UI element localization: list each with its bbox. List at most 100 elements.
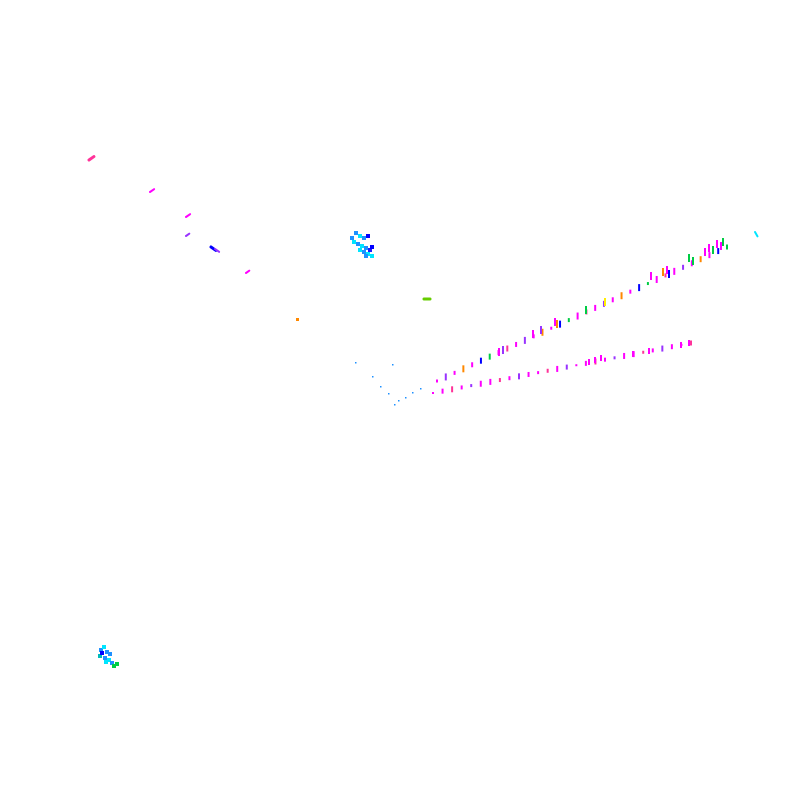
upper-band-point — [471, 362, 474, 368]
upper-band-point — [523, 336, 526, 344]
upper-band-point — [594, 304, 597, 311]
lower-band-point — [556, 365, 559, 372]
lower-band-point — [441, 388, 444, 394]
upper-left-streak — [149, 188, 156, 193]
converging-tail-point — [405, 397, 407, 399]
upper-band-point — [453, 370, 456, 375]
lower-band-point — [661, 345, 664, 352]
lower-band-point — [479, 380, 482, 387]
lower-band-point — [460, 385, 463, 390]
center-cluster-point — [358, 234, 362, 238]
converging-tail-point — [412, 392, 414, 394]
lower-band-point — [498, 378, 501, 383]
upper-left-streak — [185, 213, 192, 218]
converging-tail-point — [420, 388, 422, 390]
lower-band-point — [594, 357, 596, 363]
upper-band-point — [646, 282, 649, 286]
upper-left-streak — [185, 232, 191, 237]
lower-band-point — [546, 368, 549, 373]
upper-band-point — [502, 346, 504, 354]
upper-band-point — [554, 318, 556, 326]
converging-tail-point — [392, 364, 394, 366]
lower-left-cluster-point — [105, 650, 109, 654]
lower-band-point — [588, 359, 590, 365]
upper-band-point — [699, 256, 702, 263]
upper-band-point — [604, 298, 606, 306]
center-cluster-point — [364, 254, 368, 258]
center-cluster-point — [364, 246, 368, 250]
upper-band-point — [567, 318, 570, 323]
lower-band-point — [604, 357, 606, 362]
upper-band-point — [712, 246, 714, 254]
center-cluster-point — [368, 248, 372, 252]
upper-band-point — [682, 264, 685, 270]
upper-band-point — [716, 240, 718, 248]
lower-band-point — [432, 392, 434, 394]
lower-left-cluster-point — [100, 651, 104, 655]
upper-band-point — [462, 365, 465, 373]
center-cluster-point — [362, 236, 366, 240]
lower-band-point — [470, 384, 473, 388]
upper-band-point — [620, 292, 623, 300]
upper-band-point — [556, 320, 558, 328]
lower-band-point — [537, 371, 540, 375]
small-marker — [296, 318, 299, 321]
upper-band-point — [515, 341, 518, 347]
converging-tail-point — [388, 393, 390, 395]
upper-band-point — [541, 328, 544, 336]
lower-left-cluster-point — [98, 654, 102, 658]
lower-band-point — [527, 371, 530, 377]
upper-band-point — [690, 260, 693, 267]
lower-band-point — [690, 340, 692, 346]
upper-left-streak — [214, 248, 221, 253]
lower-band-point — [648, 348, 650, 354]
lower-band-point — [680, 342, 682, 348]
upper-band-point — [704, 248, 706, 256]
upper-band-point — [498, 348, 500, 356]
lower-band-point — [518, 373, 520, 380]
lower-band-point — [575, 364, 578, 367]
converging-tail-point — [398, 400, 400, 402]
lower-band-point — [508, 376, 511, 381]
upper-band-point — [444, 373, 447, 381]
center-cluster-point — [366, 234, 370, 238]
upper-band-point — [688, 254, 690, 262]
upper-band-point — [664, 273, 667, 278]
upper-band-point — [436, 379, 438, 383]
lower-band-point — [565, 364, 568, 370]
upper-band-point — [726, 244, 728, 250]
upper-band-point — [650, 272, 652, 280]
upper-band-point — [666, 266, 668, 274]
upper-band-point — [629, 289, 632, 294]
upper-band-point — [585, 306, 587, 314]
center-cluster-point — [360, 244, 364, 248]
upper-band-point — [602, 300, 605, 307]
lower-band-point — [688, 340, 690, 346]
center-cluster-point — [362, 250, 366, 254]
lower-band-point — [623, 352, 626, 359]
upper-band-point — [717, 248, 720, 255]
upper-band-point — [488, 353, 491, 360]
lower-left-cluster-point — [112, 664, 116, 668]
lower-left-cluster-point — [99, 648, 103, 652]
lower-left-cluster-point — [102, 645, 106, 649]
upper-band-point — [559, 320, 562, 328]
upper-band-point — [479, 357, 482, 364]
upper-band-point — [692, 257, 694, 265]
center-cluster-point — [358, 248, 362, 252]
lower-band-point — [600, 355, 602, 361]
lower-left-cluster-point — [108, 652, 112, 656]
upper-band-point — [673, 267, 676, 275]
upper-band-point — [506, 345, 509, 352]
upper-band-point — [708, 244, 710, 252]
center-cluster-point — [354, 231, 358, 235]
upper-band-point — [576, 312, 579, 320]
upper-band-point — [754, 231, 759, 238]
upper-band-point — [720, 242, 722, 250]
lower-band-point — [651, 348, 654, 353]
upper-band-point — [668, 270, 670, 278]
upper-band-point — [722, 238, 724, 246]
lower-left-cluster-point — [107, 658, 111, 662]
center-cluster-point — [370, 254, 374, 258]
